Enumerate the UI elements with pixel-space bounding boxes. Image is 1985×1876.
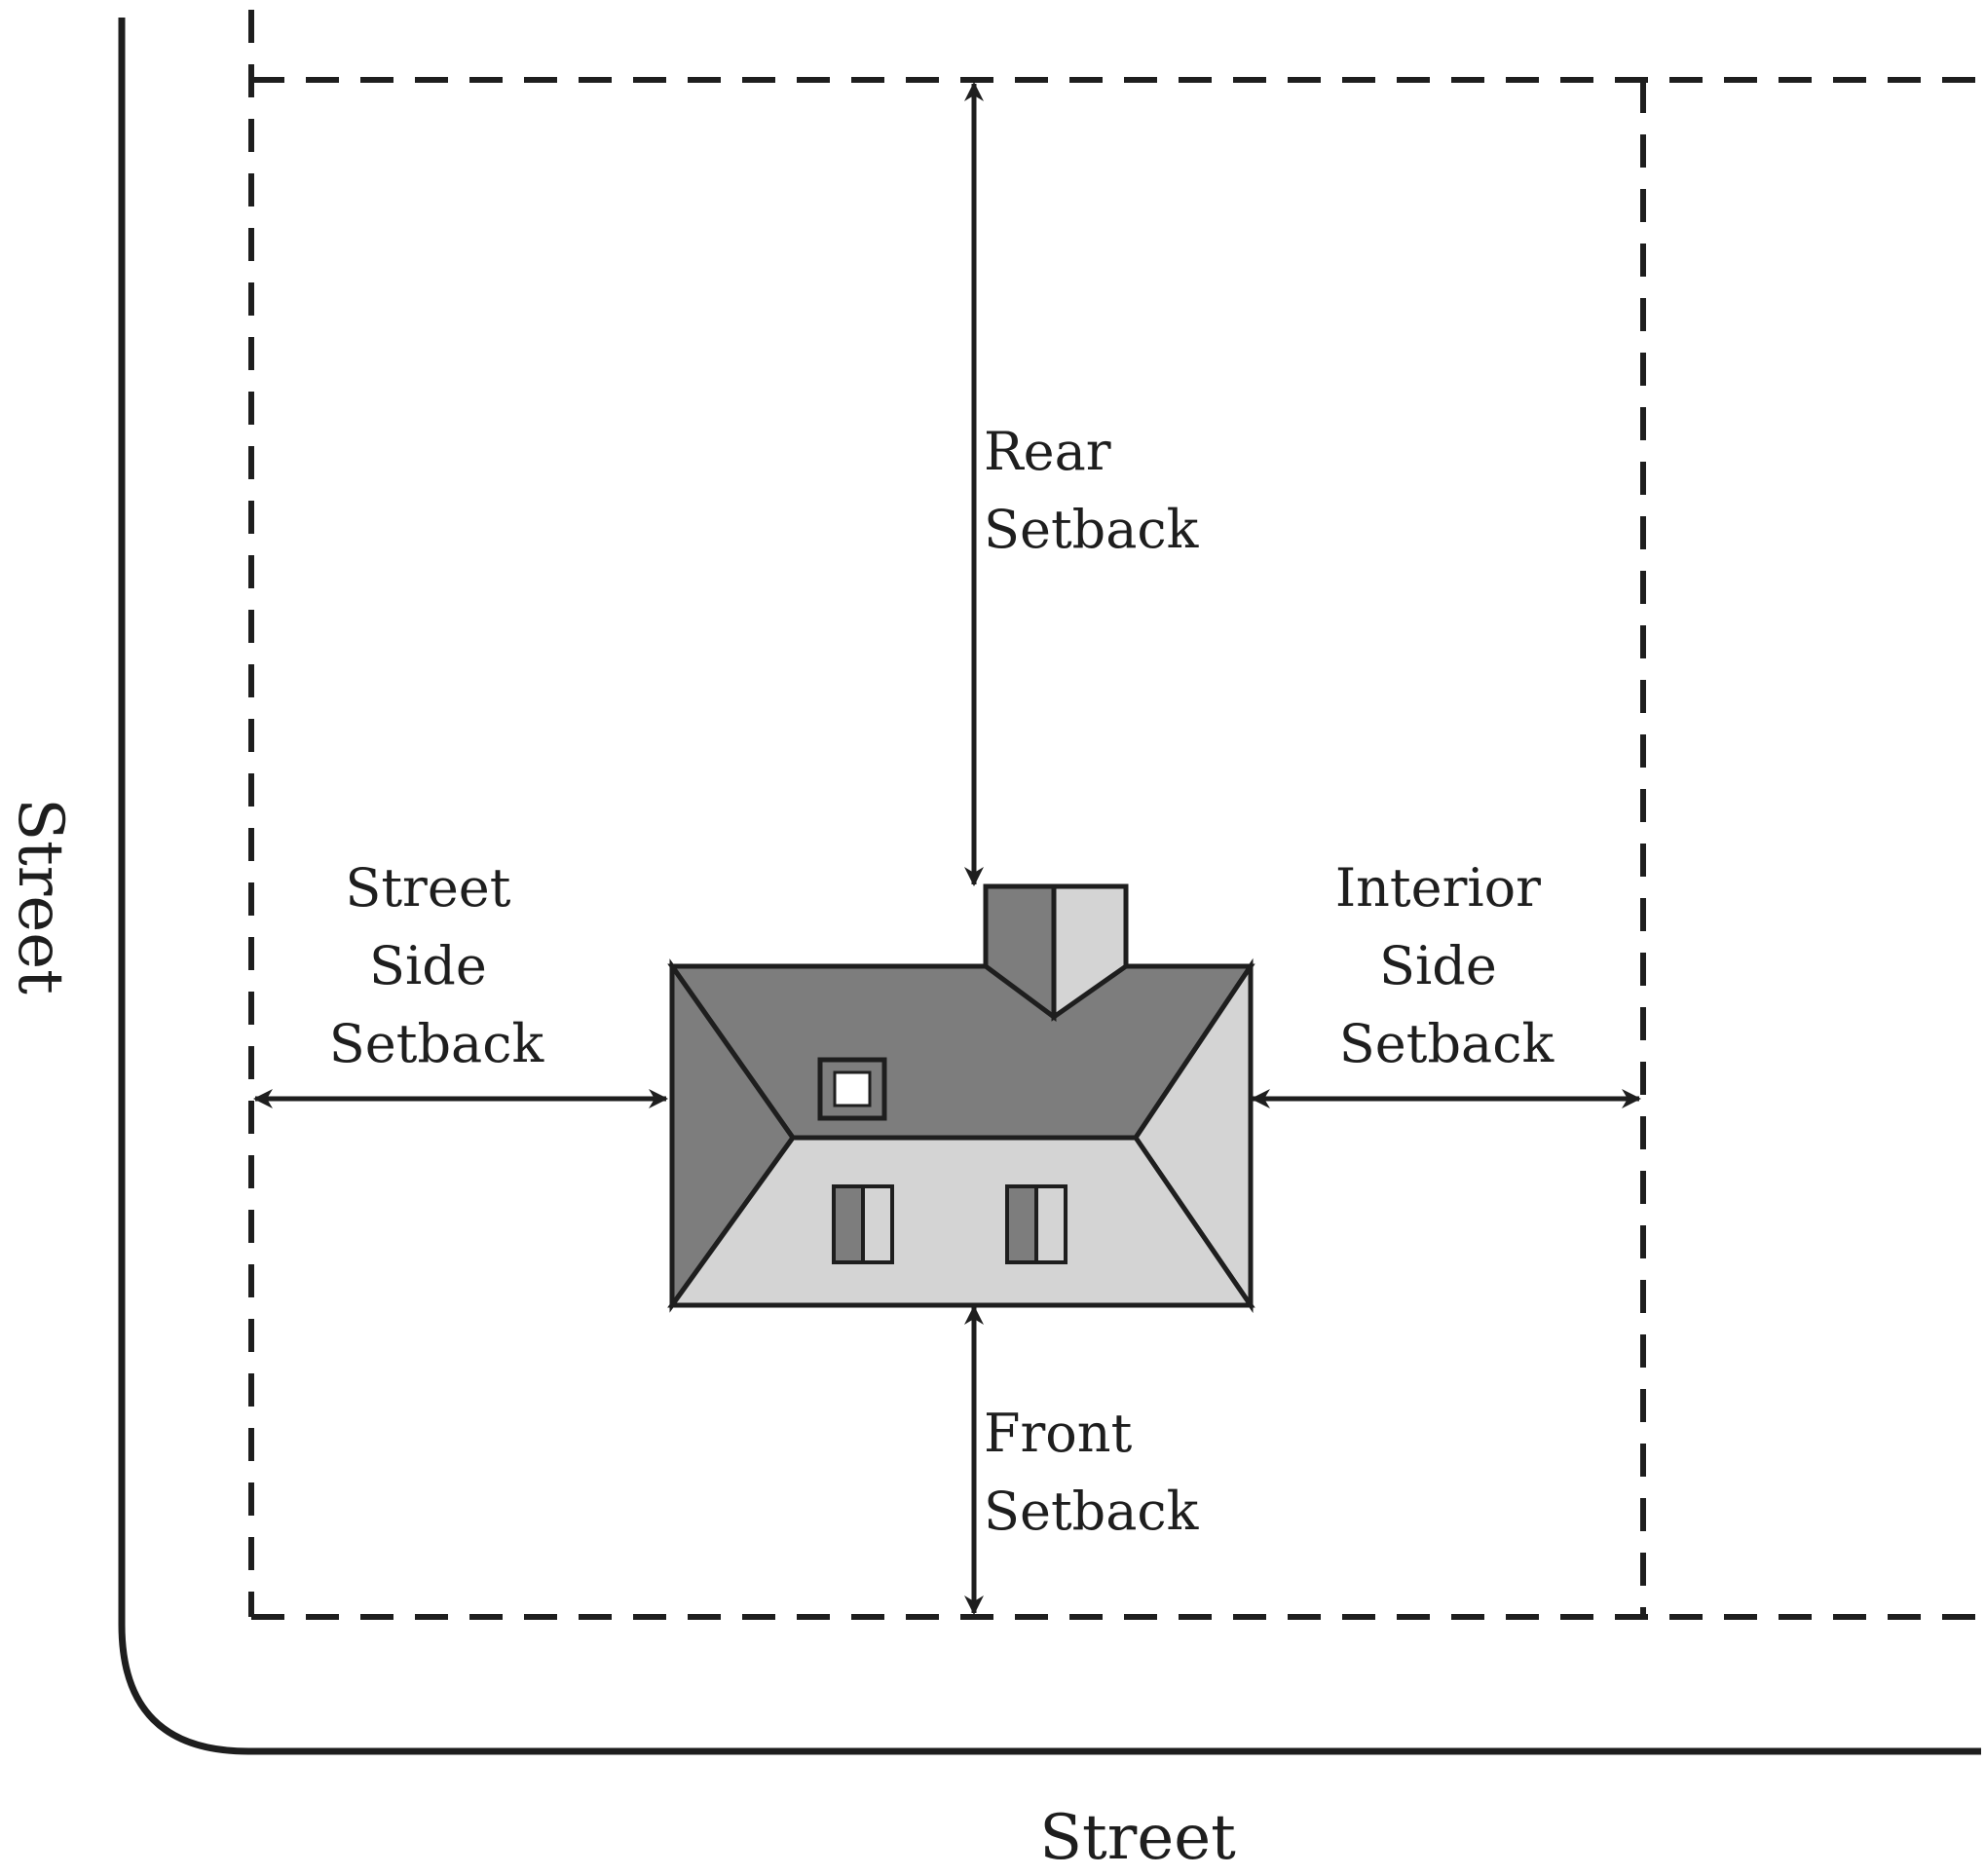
house-icon: [667, 883, 1255, 1314]
street-side-setback-label-line3: Setback: [329, 1013, 545, 1074]
interior-side-setback-label-line3: Setback: [1339, 1013, 1555, 1074]
interior-side-setback-label-line1: Interior: [1335, 857, 1541, 919]
interior-side-setback-label-line2: Side: [1379, 935, 1497, 996]
rear-setback-label-line1: Rear: [984, 421, 1111, 482]
roof-front-plane: [667, 1135, 1255, 1308]
skylight-glass: [833, 1070, 872, 1107]
chimney-right-face: [1051, 883, 1129, 1022]
dormer-window-left-light: [861, 1184, 894, 1264]
street-side-setback-label: Street Side Setback: [329, 857, 545, 1074]
dormer-window-right-light: [1034, 1184, 1067, 1264]
street-label-bottom: Street: [1039, 1802, 1236, 1874]
dormer-window-right-dark: [1005, 1184, 1038, 1264]
rear-setback-label-line2: Setback: [984, 499, 1200, 560]
property-lines: [248, 10, 1981, 1620]
street-side-setback-label-line1: Street: [345, 857, 510, 919]
street-edge-line: [118, 18, 1981, 1755]
rear-setback-label: Rear Setback: [984, 421, 1200, 560]
street-label-left: Street: [4, 798, 76, 994]
front-setback-label: Front Setback: [984, 1403, 1200, 1542]
dormer-window-left-dark: [832, 1184, 865, 1264]
street-side-setback-label-line2: Side: [369, 935, 487, 996]
interior-side-setback-label: Interior Side Setback: [1335, 857, 1557, 1074]
front-setback-label-line2: Setback: [984, 1481, 1200, 1542]
front-setback-label-line1: Front: [984, 1403, 1133, 1464]
